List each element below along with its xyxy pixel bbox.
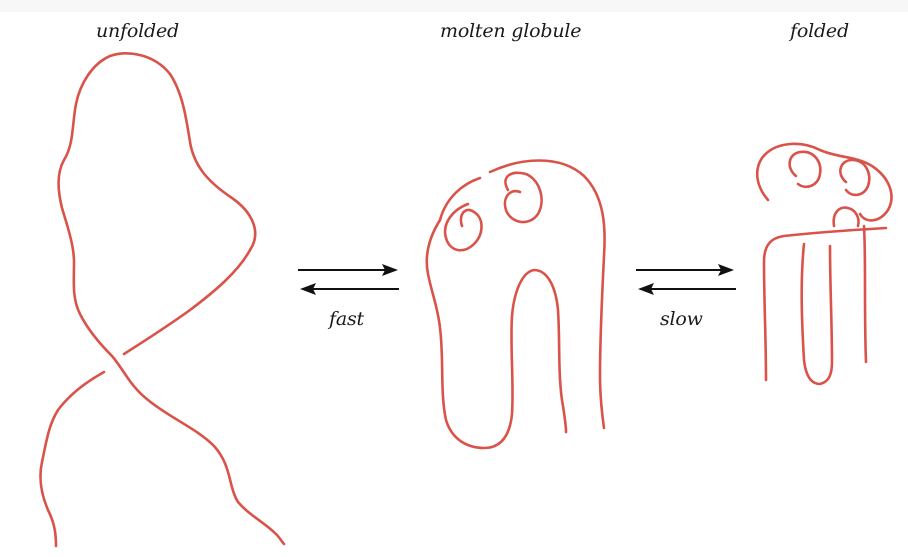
- slow-equilibrium-arrows: [636, 264, 736, 295]
- folded-loop-left: [788, 150, 822, 188]
- unfolded-chain: [39, 52, 286, 548]
- label-folded: folded: [790, 20, 849, 42]
- label-molten-globule: molten globule: [440, 20, 582, 42]
- unfolded-chain-lower: [39, 370, 106, 548]
- folded-top-cap: [755, 142, 893, 222]
- label-fast: fast: [329, 308, 364, 330]
- folded-crossbar: [762, 226, 888, 382]
- molten-arc-top: [438, 176, 482, 222]
- unfolded-chain-crossing: [122, 248, 252, 356]
- top-bar: [0, 0, 908, 12]
- folded-small-arch: [832, 206, 860, 228]
- fast-reverse-arrow-head: [300, 283, 316, 295]
- label-unfolded: unfolded: [96, 20, 179, 42]
- folded-loop-right: [839, 158, 871, 197]
- slow-forward-arrow-head: [718, 264, 734, 276]
- label-slow: slow: [660, 308, 703, 330]
- unfolded-chain-upper: [57, 52, 286, 546]
- fast-equilibrium-arrows: [298, 264, 399, 295]
- molten-loop-left: [443, 202, 483, 252]
- folded-hairpin: [800, 242, 834, 386]
- molten-loop-right: [503, 171, 543, 224]
- molten-globule-chain: [425, 159, 606, 450]
- molten-outer-right: [488, 159, 606, 430]
- fast-forward-arrow-head: [382, 264, 398, 276]
- slow-reverse-arrow-head: [638, 283, 654, 295]
- folded-right-strand: [862, 224, 868, 364]
- folded-chain: [755, 142, 893, 386]
- molten-outer-left: [425, 218, 568, 450]
